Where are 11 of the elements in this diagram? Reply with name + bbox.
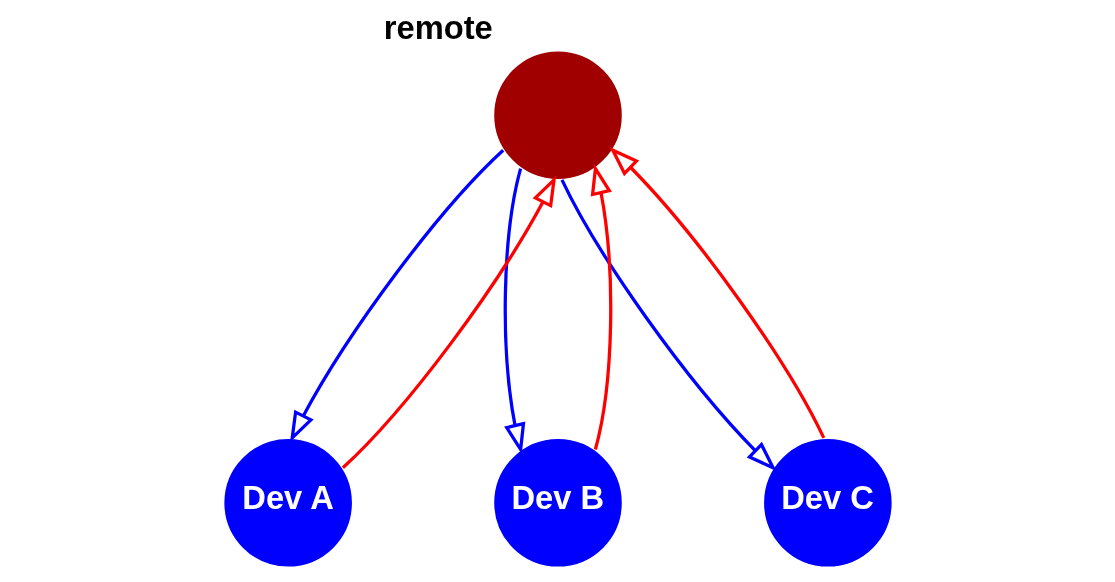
arrow bbox=[590, 163, 612, 450]
arrow bbox=[341, 175, 556, 469]
arrow bbox=[289, 149, 504, 443]
node-circle: Dev C bbox=[761, 437, 893, 569]
node-label: remote bbox=[383, 9, 493, 47]
node-circle: Dev B bbox=[492, 437, 623, 569]
node-circle bbox=[492, 49, 623, 181]
arrow bbox=[608, 146, 825, 439]
node-circle: Dev A bbox=[222, 437, 354, 569]
arrow bbox=[503, 168, 525, 455]
arrow bbox=[560, 179, 777, 472]
